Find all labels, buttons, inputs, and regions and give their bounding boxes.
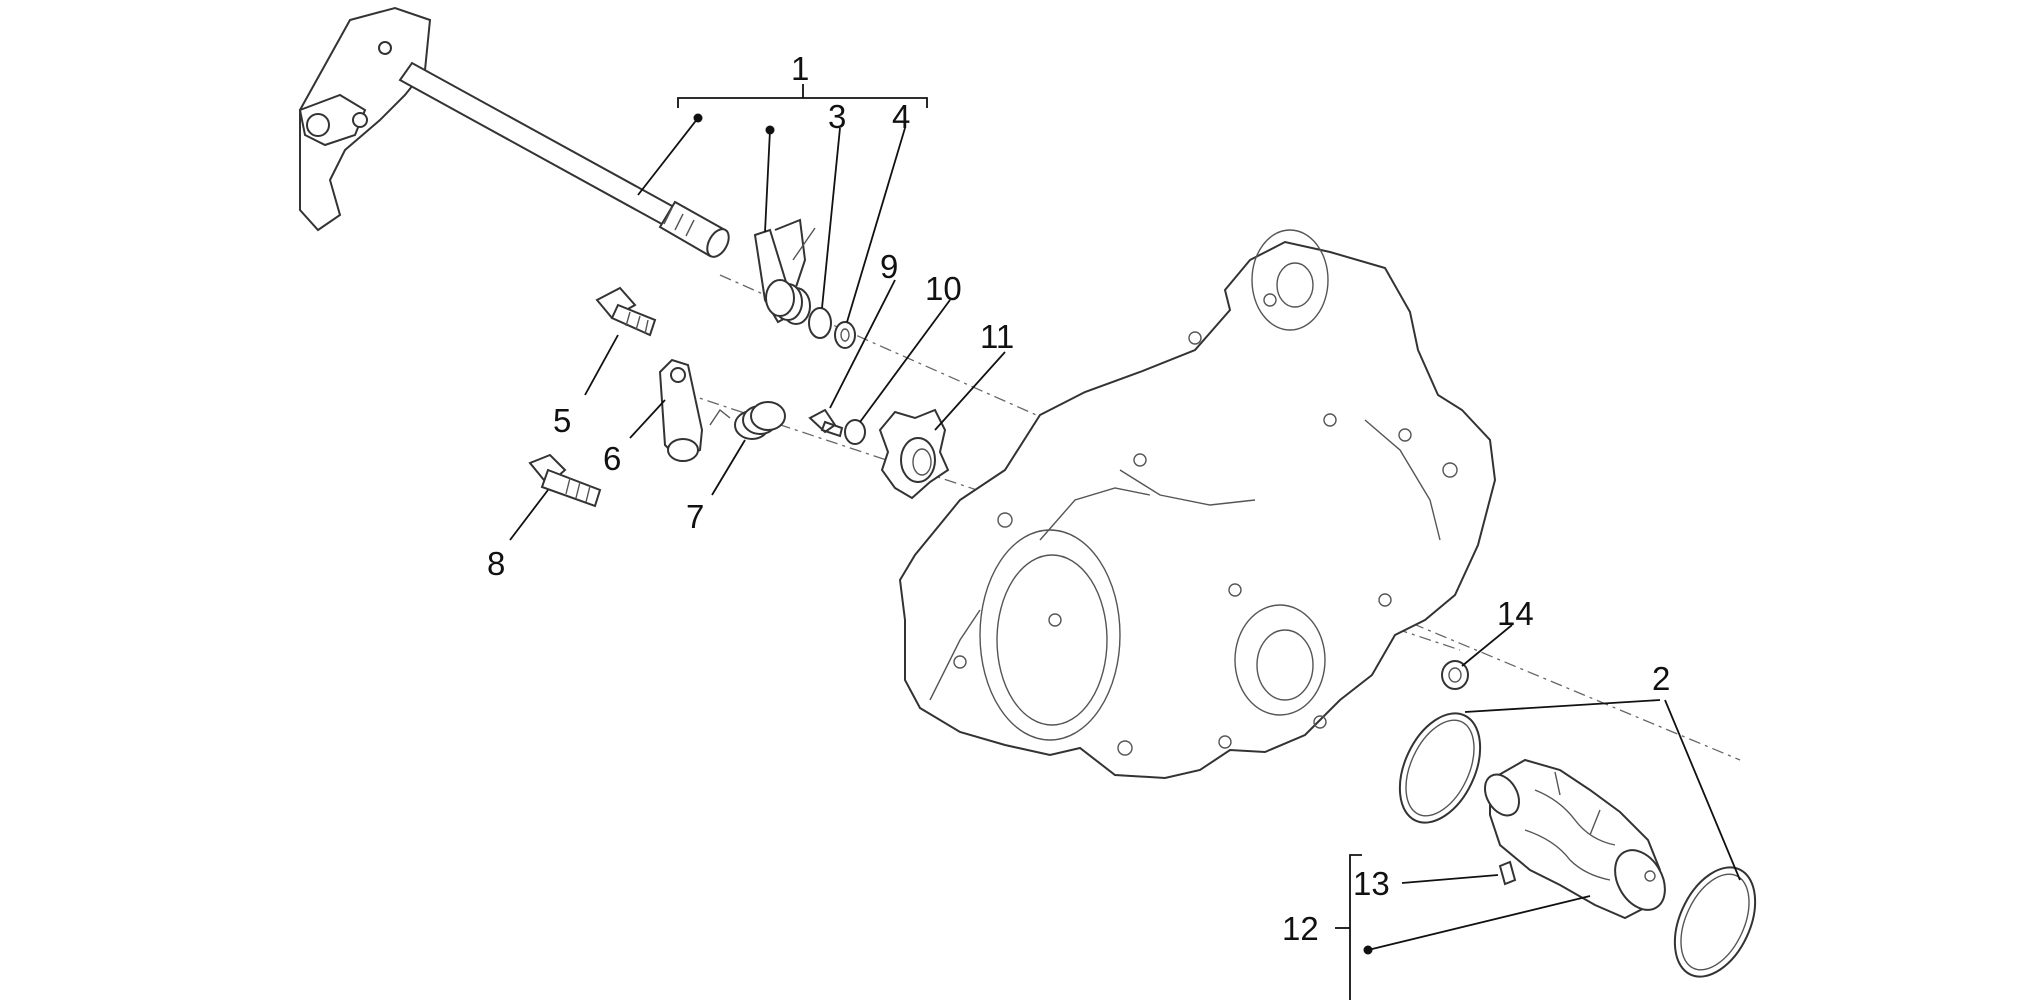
o-ring-left bbox=[1398, 712, 1482, 824]
shift-cam-star bbox=[878, 408, 950, 500]
circlip bbox=[808, 307, 832, 339]
callout-6: 6 bbox=[603, 440, 621, 477]
return-spring bbox=[709, 401, 786, 440]
callout-4: 4 bbox=[892, 98, 910, 135]
callout-10: 10 bbox=[925, 270, 962, 307]
callout-3: 3 bbox=[828, 98, 846, 135]
leader-lines bbox=[509, 84, 1741, 1000]
drum-pin bbox=[1498, 860, 1517, 886]
oil-seal bbox=[1441, 660, 1469, 690]
callout-5: 5 bbox=[553, 402, 571, 439]
screw bbox=[808, 408, 844, 438]
callout-1: 1 bbox=[791, 50, 809, 87]
callout-11: 11 bbox=[980, 318, 1014, 355]
shift-shaft bbox=[298, 6, 730, 258]
shift-pawl bbox=[753, 218, 816, 325]
callout-9: 9 bbox=[880, 248, 898, 285]
o-ring-right bbox=[1673, 866, 1757, 978]
callout-14: 14 bbox=[1497, 595, 1534, 632]
callout-labels: 1 3 4 9 10 11 5 6 7 8 14 2 13 12 bbox=[487, 50, 1670, 947]
crankcase bbox=[898, 229, 1497, 780]
gearshift-drum bbox=[1483, 758, 1666, 920]
callout-8: 8 bbox=[487, 545, 505, 582]
washer-small bbox=[844, 419, 866, 445]
callout-7: 7 bbox=[686, 498, 704, 535]
washer bbox=[834, 321, 856, 349]
callout-13: 13 bbox=[1353, 865, 1390, 902]
callout-2: 2 bbox=[1652, 660, 1670, 697]
bolt bbox=[595, 286, 657, 337]
callout-12: 12 bbox=[1282, 910, 1319, 947]
stud-bolt bbox=[528, 453, 602, 508]
stopper-lever bbox=[658, 358, 704, 462]
